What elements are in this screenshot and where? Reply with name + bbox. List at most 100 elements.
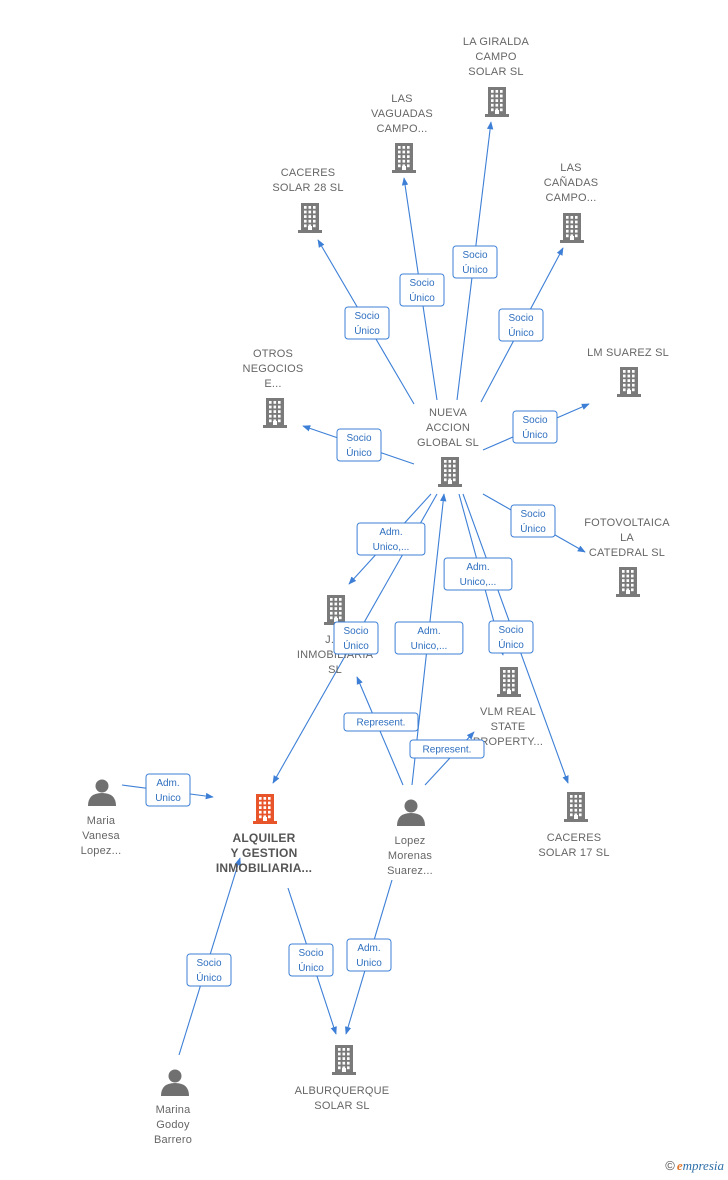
- edge-label-lopez-to-nueva_accion[interactable]: Adm. Unico,...: [394, 621, 464, 655]
- edge-label-box: [343, 712, 419, 732]
- building-icon: [324, 595, 348, 625]
- edge-label-box: [394, 621, 464, 655]
- node-label-line: LAS: [560, 162, 581, 174]
- building-icon: [617, 367, 641, 397]
- edge-label-maria-to-alquiler[interactable]: Adm.Unico: [145, 773, 191, 807]
- edge-label-box: [488, 620, 534, 654]
- building-icon: [438, 457, 462, 487]
- node-label-line: Suarez...: [387, 865, 433, 877]
- edge-label-box: [356, 522, 426, 556]
- node-label-line: LA: [620, 532, 634, 544]
- edge-label-text: Unico,...: [460, 577, 497, 588]
- person-icon: [88, 779, 116, 806]
- edge-label-text: Único: [298, 961, 324, 974]
- edge-label-text: Único: [346, 446, 372, 459]
- node-otros[interactable]: OTROS NEGOCIOS E...: [243, 348, 304, 428]
- edge-label-box: [409, 739, 485, 759]
- edge-label-nueva_accion-to-j_inmob[interactable]: Adm.Unico,...: [356, 522, 426, 556]
- person-icon: [397, 799, 425, 826]
- edge-label-text: Represent.: [423, 745, 472, 756]
- edge-label-text: Socio: [520, 509, 545, 520]
- node-vlm[interactable]: VLM REALSTATEPROPERTY...: [473, 667, 543, 748]
- node-label-line: Vanesa: [82, 830, 120, 842]
- building-icon: [616, 567, 640, 597]
- edge-label-text: Adm.: [417, 626, 440, 637]
- node-las-canadas[interactable]: LASCAÑADASCAMPO...: [544, 162, 599, 243]
- node-label-line: CAMPO: [475, 51, 517, 63]
- node-label-line: VLM REAL: [480, 706, 536, 718]
- node-las-vaguadas[interactable]: LASVAGUADASCAMPO...: [371, 93, 433, 173]
- copyright-symbol: ©: [665, 1158, 675, 1173]
- node-label-line: ACCION: [426, 422, 470, 434]
- edge-label-text: Unico,...: [411, 641, 448, 652]
- edge-label-nueva_accion-to-vlm[interactable]: Adm.Unico,...: [443, 557, 513, 591]
- edge-label-lopez-to-alburquerque[interactable]: Adm.Unico: [346, 938, 392, 972]
- node-label-line: Lopez...: [81, 845, 122, 857]
- building-icon: [564, 792, 588, 822]
- node-lm-suarez[interactable]: LM SUAREZ SL: [587, 347, 669, 397]
- node-maria[interactable]: MariaVanesaLopez...: [81, 779, 122, 858]
- node-label-line: LM SUAREZ SL: [587, 347, 669, 359]
- node-label-line: PROPERTY...: [473, 736, 543, 748]
- brand-initial: e: [676, 1158, 683, 1173]
- building-icon: [485, 87, 509, 117]
- node-label-line: CACERES: [281, 167, 336, 179]
- edge-label-box: [344, 306, 390, 340]
- node-label-line: NEGOCIOS: [243, 363, 304, 375]
- node-label-line: Y GESTION: [231, 846, 298, 860]
- node-label-line: GLOBAL SL: [417, 437, 479, 449]
- node-label-line: SOLAR SL: [314, 1100, 369, 1112]
- building-icon: [263, 398, 287, 428]
- edges-layer: [121, 121, 590, 1056]
- edge-label-box: [443, 557, 513, 591]
- node-label-line: FOTOVOLTAICA: [584, 517, 670, 529]
- edge-label-text: Adm.: [357, 943, 380, 954]
- edge-label-box: [336, 428, 382, 462]
- edge-label-box: [346, 938, 392, 972]
- node-lopez[interactable]: LopezMorenasSuarez...: [387, 799, 433, 878]
- node-label-line: LA GIRALDA: [463, 36, 530, 48]
- edge-label-text: Socio: [522, 415, 547, 426]
- edge-label-lopez-to-j_inmob[interactable]: Represent.: [343, 712, 419, 732]
- edge-label-box: [510, 504, 556, 538]
- node-label-line: OTROS: [253, 348, 293, 360]
- building-icon: [560, 213, 584, 243]
- node-label-line: E...: [264, 378, 281, 390]
- node-label-line: VAGUADAS: [371, 108, 433, 120]
- edge-label-lopez-to-vlm[interactable]: Represent.: [409, 739, 485, 759]
- edge-label-text: Único: [196, 971, 222, 984]
- building-icon: [298, 203, 322, 233]
- empresia-watermark[interactable]: ©empresia: [665, 1158, 724, 1174]
- edge-label-text: Socio: [343, 626, 368, 637]
- building-icon: [392, 143, 416, 173]
- node-label-line: LAS: [391, 93, 412, 105]
- building-icon: [253, 794, 277, 824]
- edge-label-text: Único: [462, 263, 488, 276]
- edge-label-text: Socio: [498, 625, 523, 636]
- building-icon: [332, 1045, 356, 1075]
- brand-name: mpresia: [682, 1158, 724, 1173]
- node-label-line: CAÑADAS: [544, 176, 599, 189]
- edge-label-text: Socio: [409, 278, 434, 289]
- node-label-line: Marina: [156, 1104, 192, 1116]
